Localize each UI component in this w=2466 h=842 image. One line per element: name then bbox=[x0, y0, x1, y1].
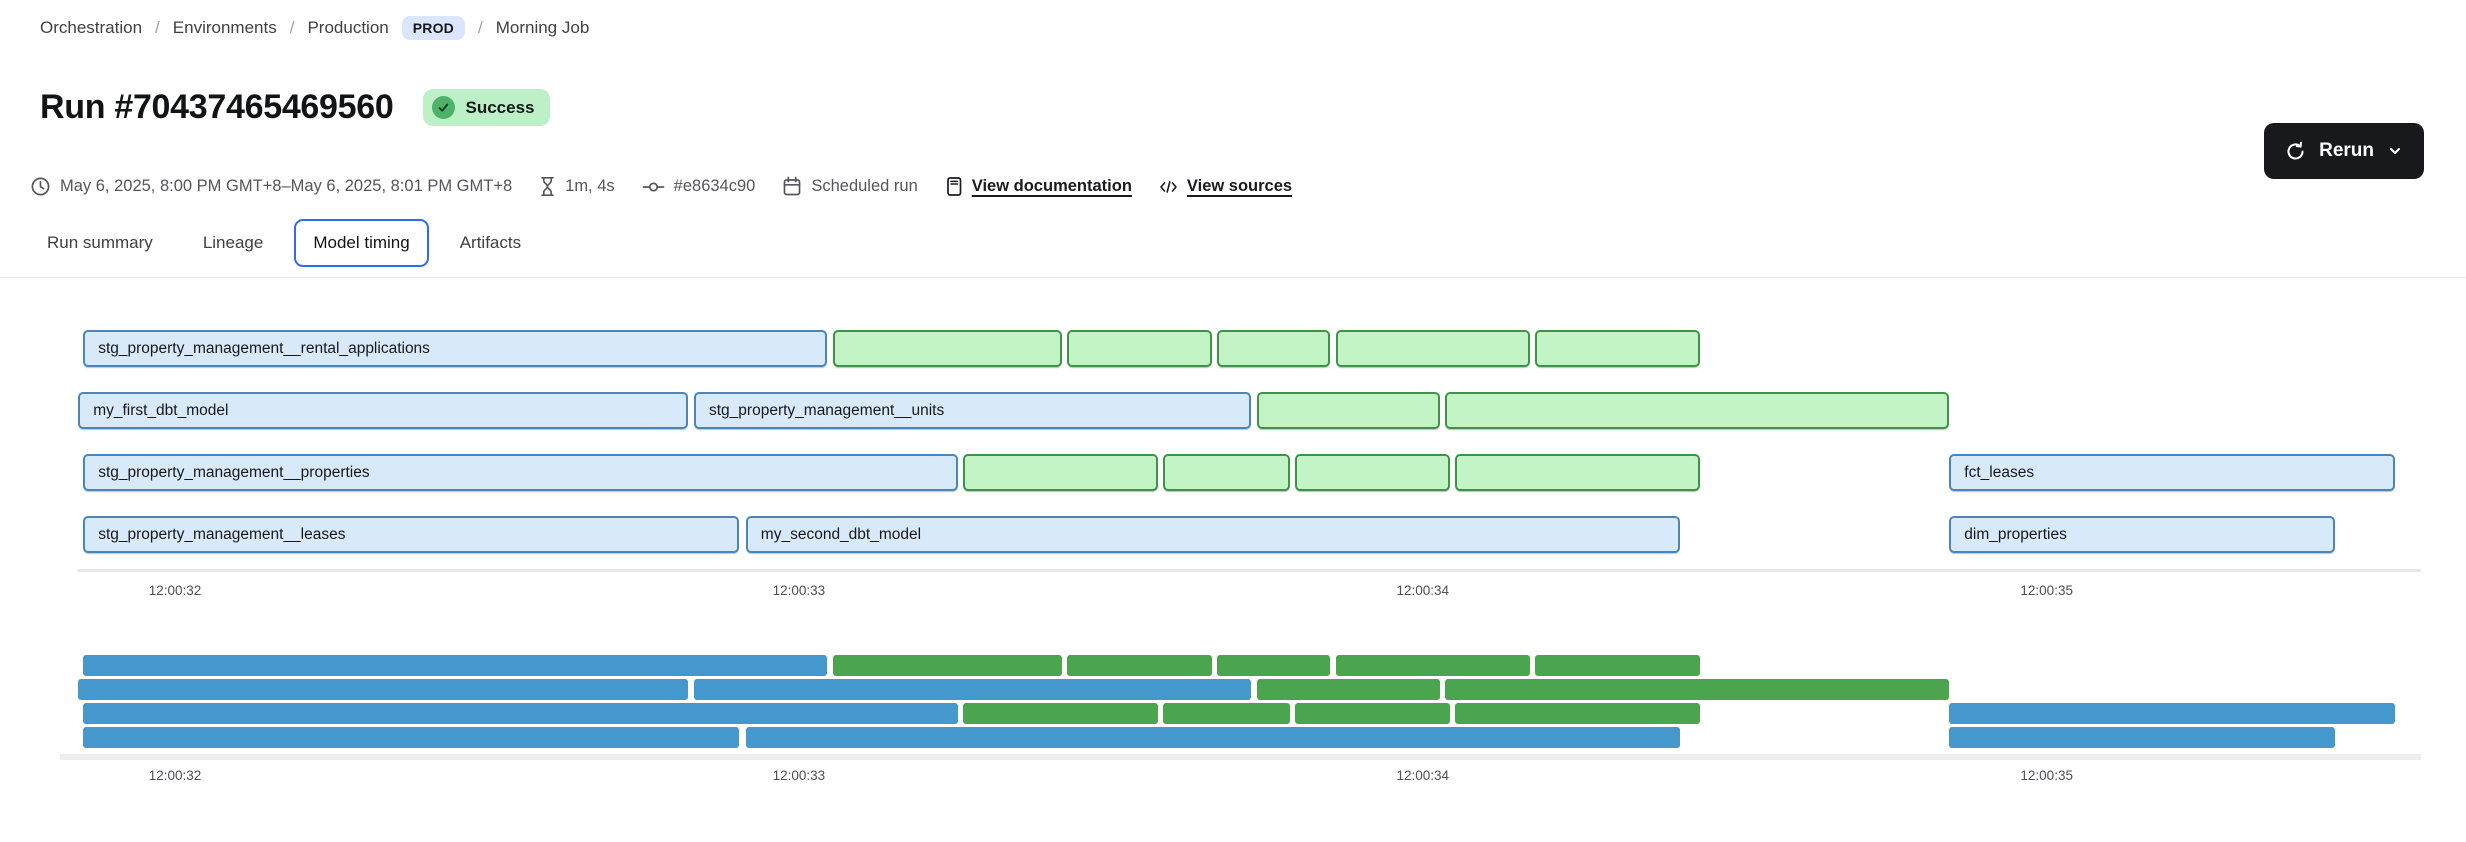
code-brackets-icon bbox=[1159, 179, 1178, 195]
gantt-bar-label: stg_property_management__units bbox=[709, 401, 945, 419]
chevron-down-icon bbox=[2387, 143, 2403, 159]
gantt-bar[interactable] bbox=[1162, 454, 1290, 491]
view-sources-link[interactable]: View sources bbox=[1186, 177, 1293, 195]
view-documentation-link[interactable]: View documentation bbox=[971, 177, 1132, 195]
gantt-bar[interactable] bbox=[1454, 703, 1700, 724]
calendar-icon bbox=[782, 176, 802, 197]
gantt-bar[interactable] bbox=[1336, 655, 1530, 676]
tab-model-timing[interactable]: Model timing bbox=[294, 219, 429, 267]
gantt-bar-label: my_second_dbt_model bbox=[760, 525, 922, 543]
gantt-bar-stg_property_management__properties[interactable] bbox=[83, 703, 958, 724]
gantt-bar-my_second_dbt_model[interactable]: my_second_dbt_model bbox=[745, 516, 1680, 553]
gantt-bar[interactable] bbox=[1294, 703, 1450, 724]
gantt-bar-label: fct_leases bbox=[1964, 463, 2035, 481]
run-time-range: May 6, 2025, 8:00 PM GMT+8–May 6, 2025, … bbox=[30, 176, 512, 197]
axis-tick-label: 12:00:32 bbox=[148, 583, 202, 598]
gantt-bar[interactable] bbox=[1256, 392, 1440, 429]
axis-tick-label: 12:00:34 bbox=[1396, 768, 1450, 783]
minimap-axis-band bbox=[60, 754, 2421, 760]
trigger-text: Scheduled run bbox=[811, 177, 918, 195]
clock-icon bbox=[30, 176, 51, 197]
duration-text: 1m, 4s bbox=[565, 177, 615, 195]
refresh-icon bbox=[2285, 141, 2306, 162]
tab-bar: Run summary Lineage Model timing Artifacts bbox=[28, 219, 540, 267]
gantt-bar-label: stg_property_management__leases bbox=[98, 525, 346, 543]
axis-tick-label: 12:00:33 bbox=[772, 768, 826, 783]
breadcrumb-separator: / bbox=[155, 18, 160, 37]
status-badge: Success bbox=[423, 89, 551, 126]
gantt-bar-stg_property_management__units[interactable] bbox=[694, 679, 1251, 700]
gantt-bar[interactable] bbox=[1216, 655, 1330, 676]
gantt-bar[interactable] bbox=[1535, 655, 1700, 676]
check-icon bbox=[432, 96, 456, 119]
gantt-bar[interactable] bbox=[962, 703, 1158, 724]
gantt-bar-fct_leases[interactable] bbox=[1949, 703, 2395, 724]
status-label: Success bbox=[465, 97, 535, 117]
gantt-bar-stg_property_management__rental_applications[interactable]: stg_property_management__rental_applicat… bbox=[83, 330, 827, 367]
gantt-bar-my_first_dbt_model[interactable] bbox=[78, 679, 688, 700]
gantt-bar[interactable] bbox=[1066, 330, 1212, 367]
gantt-bar-fct_leases[interactable]: fct_leases bbox=[1949, 454, 2395, 491]
tab-lineage[interactable]: Lineage bbox=[202, 233, 264, 252]
gantt-bar[interactable] bbox=[1162, 703, 1290, 724]
run-duration: 1m, 4s bbox=[539, 176, 615, 197]
gantt-bar[interactable] bbox=[1216, 330, 1330, 367]
gantt-bar[interactable] bbox=[1336, 330, 1530, 367]
git-commit-icon bbox=[642, 179, 665, 195]
gantt-bar-label: stg_property_management__properties bbox=[98, 463, 370, 481]
gantt-bar-stg_property_management__rental_applications[interactable] bbox=[83, 655, 827, 676]
breadcrumb-separator: / bbox=[477, 18, 483, 37]
tab-run-summary[interactable]: Run summary bbox=[47, 233, 153, 252]
gantt-bar-stg_property_management__leases[interactable] bbox=[83, 727, 740, 748]
commit-hash-text: #e8634c90 bbox=[673, 177, 756, 195]
view-sources[interactable]: View sources bbox=[1159, 177, 1292, 196]
title-row: Run #70437465469560 Success bbox=[40, 88, 551, 127]
tab-divider bbox=[0, 277, 2466, 278]
rerun-button[interactable]: Rerun bbox=[2264, 123, 2424, 179]
gantt-bar-stg_property_management__units[interactable]: stg_property_management__units bbox=[694, 392, 1251, 429]
environment-badge: PROD bbox=[401, 16, 465, 40]
gantt-bar[interactable] bbox=[1444, 392, 1950, 429]
breadcrumb-morning-job[interactable]: Morning Job bbox=[495, 18, 590, 37]
run-trigger: Scheduled run bbox=[782, 176, 918, 197]
gantt-bar[interactable] bbox=[1454, 454, 1700, 491]
rerun-label: Rerun bbox=[2319, 140, 2374, 161]
page-title: Run #70437465469560 bbox=[40, 88, 394, 126]
gantt-bar-dim_properties[interactable]: dim_properties bbox=[1949, 516, 2335, 553]
breadcrumb-separator: / bbox=[289, 18, 295, 37]
gantt-bar-label: dim_properties bbox=[1964, 525, 2067, 543]
gantt-bar[interactable] bbox=[832, 655, 1062, 676]
chart-axis-line bbox=[77, 569, 2421, 572]
gantt-bar-label: stg_property_management__rental_applicat… bbox=[98, 339, 430, 357]
tab-artifacts[interactable]: Artifacts bbox=[459, 233, 522, 252]
gantt-bar[interactable] bbox=[1256, 679, 1440, 700]
view-documentation[interactable]: View documentation bbox=[945, 176, 1132, 197]
time-range-text: May 6, 2025, 8:00 PM GMT+8–May 6, 2025, … bbox=[60, 177, 513, 195]
gantt-bar-stg_property_management__leases[interactable]: stg_property_management__leases bbox=[83, 516, 740, 553]
gantt-bar-label: my_first_dbt_model bbox=[93, 401, 229, 419]
gantt-bar-my_first_dbt_model[interactable]: my_first_dbt_model bbox=[78, 392, 688, 429]
gantt-bar[interactable] bbox=[1294, 454, 1450, 491]
gantt-bar-dim_properties[interactable] bbox=[1949, 727, 2335, 748]
gantt-bar[interactable] bbox=[962, 454, 1158, 491]
axis-tick-label: 12:00:34 bbox=[1396, 583, 1450, 598]
hourglass-icon bbox=[539, 176, 556, 197]
axis-tick-label: 12:00:35 bbox=[2020, 768, 2073, 783]
axis-tick-label: 12:00:32 bbox=[148, 768, 202, 783]
axis-tick-label: 12:00:35 bbox=[2020, 583, 2073, 598]
gantt-bar[interactable] bbox=[1535, 330, 1700, 367]
run-metadata: May 6, 2025, 8:00 PM GMT+8–May 6, 2025, … bbox=[30, 176, 1292, 197]
axis-tick-label: 12:00:33 bbox=[772, 583, 826, 598]
gantt-bar[interactable] bbox=[1444, 679, 1950, 700]
gantt-bar[interactable] bbox=[832, 330, 1062, 367]
gantt-bar[interactable] bbox=[1066, 655, 1212, 676]
document-icon bbox=[945, 176, 963, 197]
breadcrumb: Orchestration / Environments / Productio… bbox=[40, 16, 589, 40]
run-commit: #e8634c90 bbox=[642, 177, 756, 196]
breadcrumb-environments[interactable]: Environments bbox=[172, 18, 277, 37]
gantt-bar-stg_property_management__properties[interactable]: stg_property_management__properties bbox=[83, 454, 958, 491]
breadcrumb-production[interactable]: Production bbox=[307, 18, 389, 37]
gantt-bar-my_second_dbt_model[interactable] bbox=[745, 727, 1680, 748]
breadcrumb-orchestration[interactable]: Orchestration bbox=[40, 18, 143, 37]
